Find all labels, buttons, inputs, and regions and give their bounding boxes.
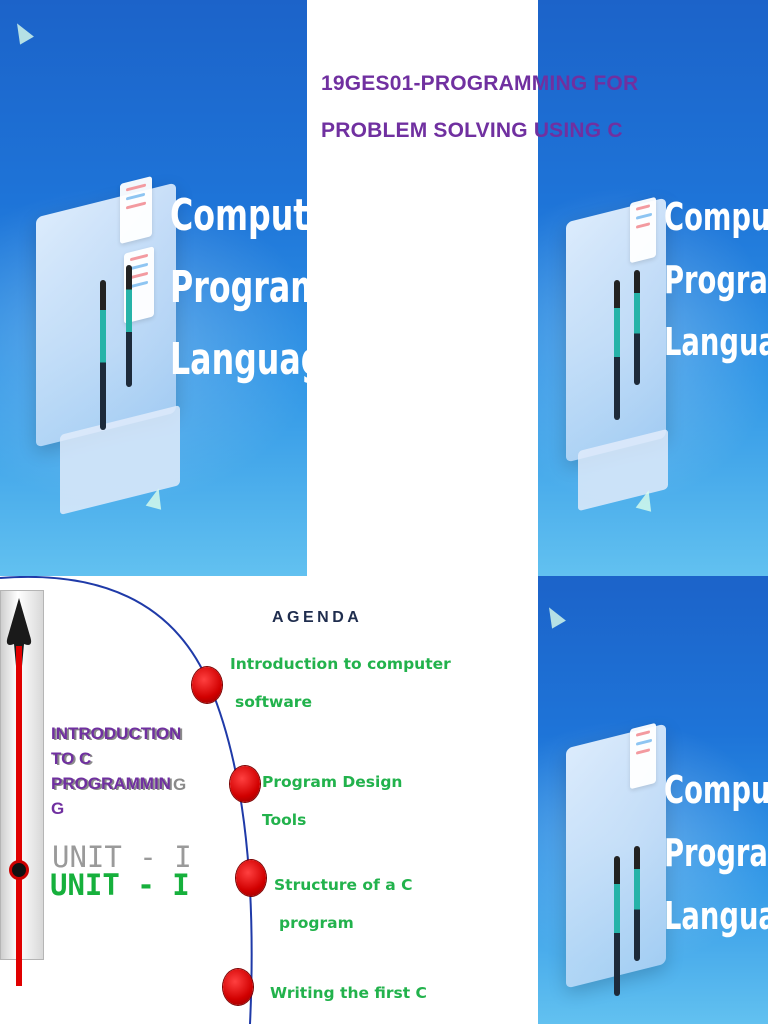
agenda-item-line1: Program Design: [262, 773, 403, 791]
agenda-item-line2: program: [270, 1012, 427, 1024]
person-illustration: [634, 846, 640, 961]
person-illustration: [634, 270, 640, 385]
agenda-item: Program Design Tools: [262, 763, 402, 839]
unit-topic-line3: PROGRAMMIN: [51, 774, 171, 793]
panel-brand-line2: Programming: [170, 262, 307, 313]
agenda-item: Structure of a C program: [274, 866, 412, 942]
panel-brand-line2: Programming: [664, 258, 768, 302]
person-illustration: [614, 280, 620, 420]
agenda-item-line2: software: [235, 693, 312, 711]
unit-topic-shadow-line1: INTRODUCTION: [53, 725, 184, 744]
code-card-illustration: [630, 722, 656, 790]
agenda-item: Writing the first C program: [270, 974, 427, 1024]
unit-topic: INTRODUCTION TO C PROGRAMMIN G: [51, 721, 221, 821]
agenda-item-line1: Introduction to computer: [230, 655, 451, 673]
panel-brand-line1: Computer: [664, 768, 768, 812]
agenda-item-line1: Structure of a C: [274, 876, 413, 894]
panel-brand-line3: Language: [664, 320, 768, 364]
agenda-item: Introduction to computer software: [230, 645, 451, 721]
panel-brand-line2: Programming: [664, 831, 768, 875]
agenda-item-line2: Tools: [262, 811, 307, 829]
unit-topic-shadow-line2: TO C: [53, 750, 94, 769]
pointer-stick: [16, 646, 22, 986]
cover-image-panel: Computer Programming Language: [538, 0, 768, 576]
spade-pointer-icon: [6, 598, 32, 666]
unit-topic-line2: TO C: [51, 749, 92, 768]
paper-plane-icon: [10, 19, 34, 45]
cover-image-panel: Computer Programming Language: [0, 0, 307, 576]
unit-topic-line1: INTRODUCTION: [51, 724, 182, 743]
agenda-item-line2: program: [279, 914, 354, 932]
panel-brand-line1: Computer: [170, 190, 307, 241]
person-illustration: [126, 265, 132, 387]
laptop-illustration: [36, 182, 176, 448]
course-title-line1: 19GES01-PROGRAMMING FOR: [321, 72, 639, 95]
agenda-slide: AGENDA Introduction to computer software…: [0, 576, 536, 1024]
person-illustration: [100, 280, 106, 430]
unit-label: UNIT - I: [50, 868, 190, 902]
course-title: 19GES01-PROGRAMMING FOR PROBLEM SOLVING …: [321, 60, 638, 154]
agenda-heading: AGENDA: [272, 609, 363, 626]
unit-topic-shadow: INTRODUCTION TO C PROGRAMMING: [53, 722, 223, 797]
paper-plane-icon: [542, 603, 566, 629]
course-title-line2: PROBLEM SOLVING USING C: [321, 119, 623, 142]
code-card-illustration: [120, 176, 152, 244]
pointer-knob: [9, 860, 29, 880]
agenda-item-line1: Writing the first C: [270, 984, 427, 1002]
panel-brand-line3: Language: [664, 894, 768, 938]
unit-topic-line4: G: [51, 799, 65, 818]
person-illustration: [614, 856, 620, 996]
cover-image-panel: Computer Programming Language: [538, 576, 768, 1024]
unit-topic-shadow-line3: PROGRAMMING: [53, 775, 187, 794]
agenda-bullet: [230, 766, 260, 802]
agenda-bullet: [192, 667, 222, 703]
agenda-bullet: [223, 969, 253, 1005]
pointer-rail: [0, 590, 44, 960]
panel-brand-line3: Language: [170, 334, 307, 385]
agenda-bullet: [236, 860, 266, 896]
panel-brand-line1: Computer: [664, 195, 768, 239]
code-card-illustration: [630, 196, 656, 264]
unit-label-shadow: UNIT - I: [52, 840, 192, 874]
